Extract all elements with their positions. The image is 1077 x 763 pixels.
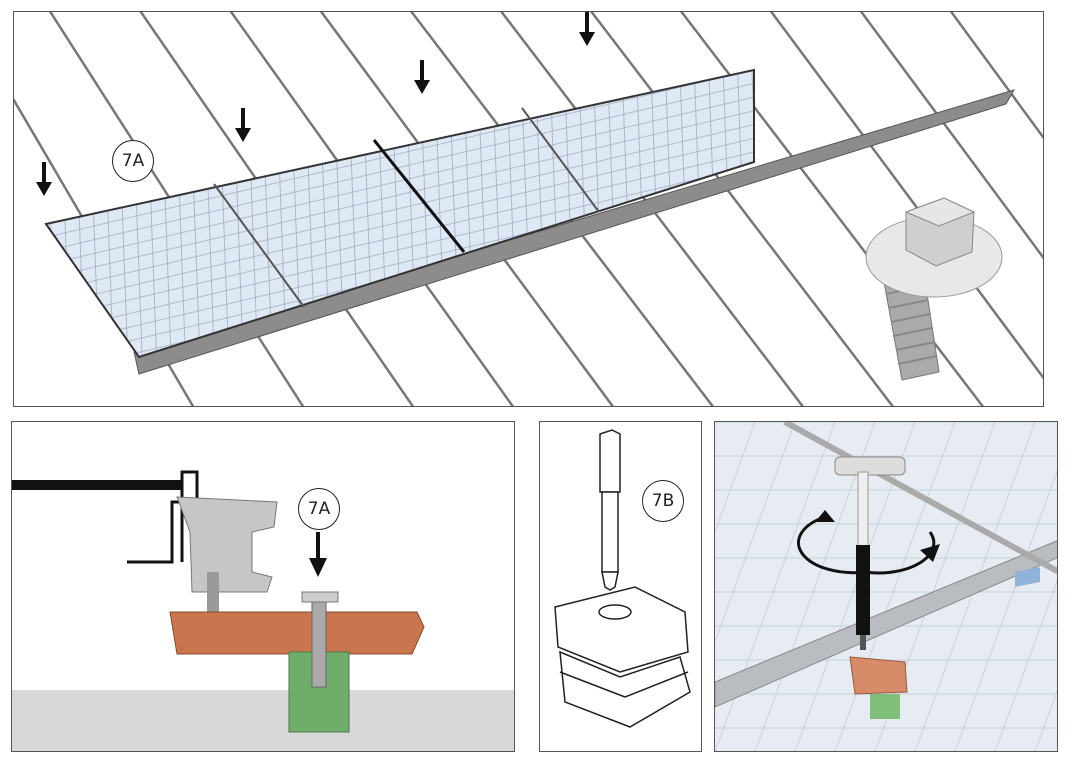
torx-bit-icon — [599, 429, 621, 591]
bolt — [311, 591, 327, 688]
roof-overview-illustration — [14, 12, 1043, 406]
tightening-illustration — [715, 422, 1057, 751]
torx-bit-illustration — [554, 429, 691, 728]
clamp-side-view-panel: 7A — [11, 421, 515, 752]
down-arrows — [36, 12, 595, 196]
step-label-7a-top: 7A — [112, 140, 154, 182]
mounting-rail — [133, 89, 1016, 375]
torx-bit-panel: 7B — [539, 421, 702, 752]
step-label-7b: 7B — [642, 480, 684, 522]
clamp-line-drawing — [554, 586, 691, 728]
roof-overview-panel: 7A — [13, 11, 1044, 407]
tightening-panel — [714, 421, 1058, 752]
frame-rail — [715, 540, 1057, 708]
torque-driver — [834, 456, 906, 650]
copper-clamp — [849, 656, 908, 695]
clamp-side-view-illustration — [12, 470, 514, 751]
panel-frame-edge — [12, 480, 182, 490]
solar-array — [44, 68, 755, 359]
mid-clamp — [176, 496, 278, 593]
copper-base — [169, 611, 425, 655]
step-label-7a-left: 7A — [298, 488, 340, 530]
rotate-arrow-icon — [796, 515, 936, 575]
bolt-with-washer — [865, 197, 1003, 381]
down-arrow-icon — [309, 532, 327, 577]
